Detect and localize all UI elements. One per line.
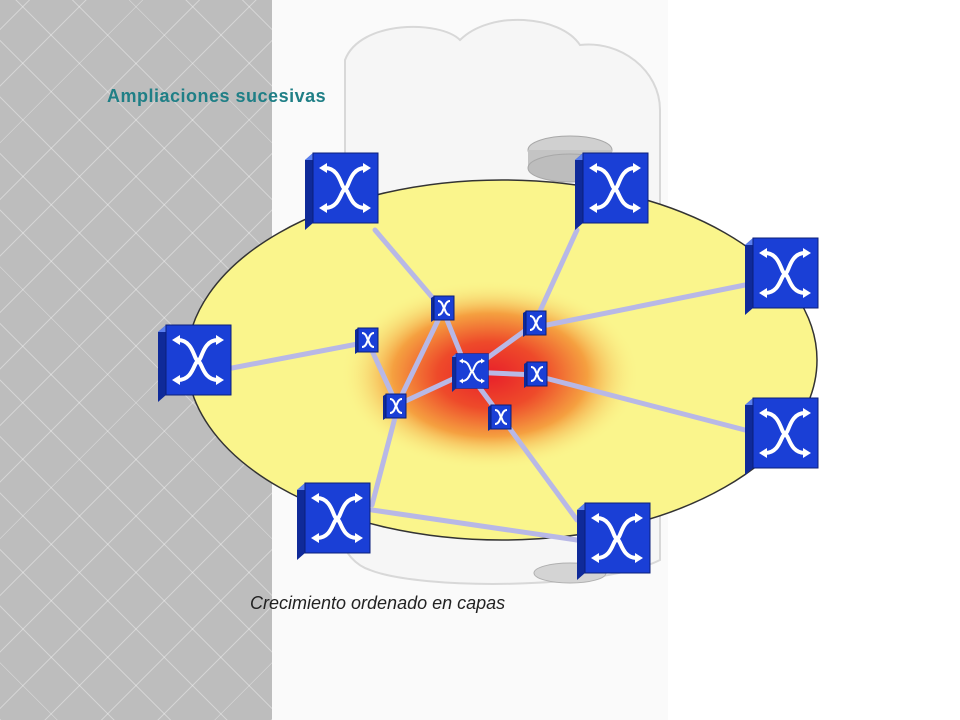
core-switch-icon [451, 352, 490, 393]
switch-icon [575, 501, 652, 582]
switch-icon [354, 327, 379, 355]
switch-icon [295, 481, 372, 562]
switch-icon [487, 404, 512, 432]
switch-icon [156, 323, 233, 404]
switch-icon [430, 295, 455, 323]
switch-icon [303, 151, 380, 232]
switch-icon [382, 393, 407, 421]
slide-title: Ampliaciones sucesivas [107, 86, 327, 106]
switch-icon [743, 236, 820, 317]
switch-icon [523, 361, 548, 389]
switch-icon [573, 151, 650, 232]
switch-icon [522, 310, 547, 338]
diagram-caption: Crecimiento ordenado en capas [250, 593, 506, 613]
switch-icon [743, 396, 820, 477]
